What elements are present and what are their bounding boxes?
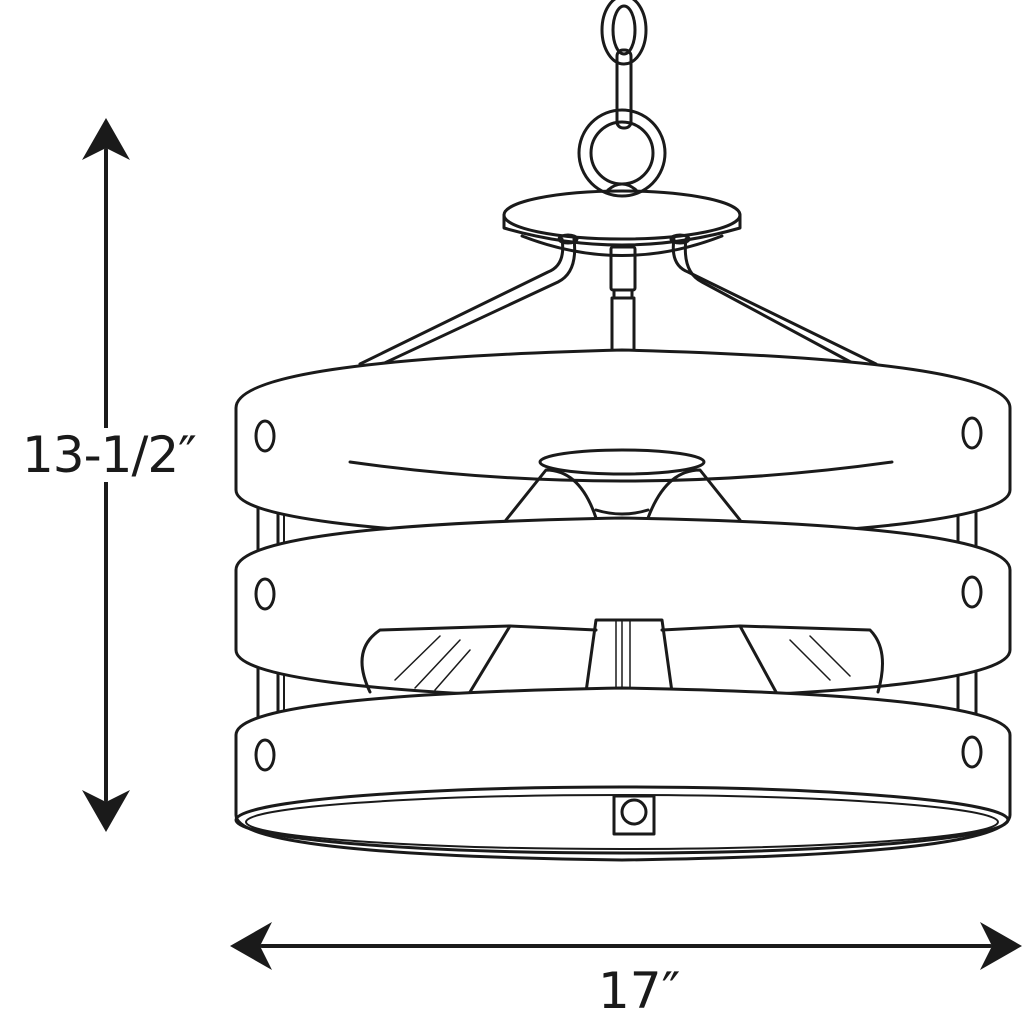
ring	[577, 108, 667, 198]
center-stem	[609, 245, 637, 352]
chain	[600, 0, 648, 130]
width-dimension-arrow	[230, 922, 1022, 970]
height-dimension-label: 13-1/2″	[22, 426, 197, 484]
socket-cluster	[504, 448, 742, 522]
support-arms	[358, 237, 878, 368]
top-band	[234, 348, 1012, 542]
canopy	[502, 189, 742, 257]
bulbs	[360, 618, 884, 694]
bottom-diffuser	[234, 785, 1010, 855]
middle-band	[234, 516, 1012, 702]
width-dimension-label: 17″	[598, 962, 681, 1020]
bottom-band	[234, 686, 1012, 862]
